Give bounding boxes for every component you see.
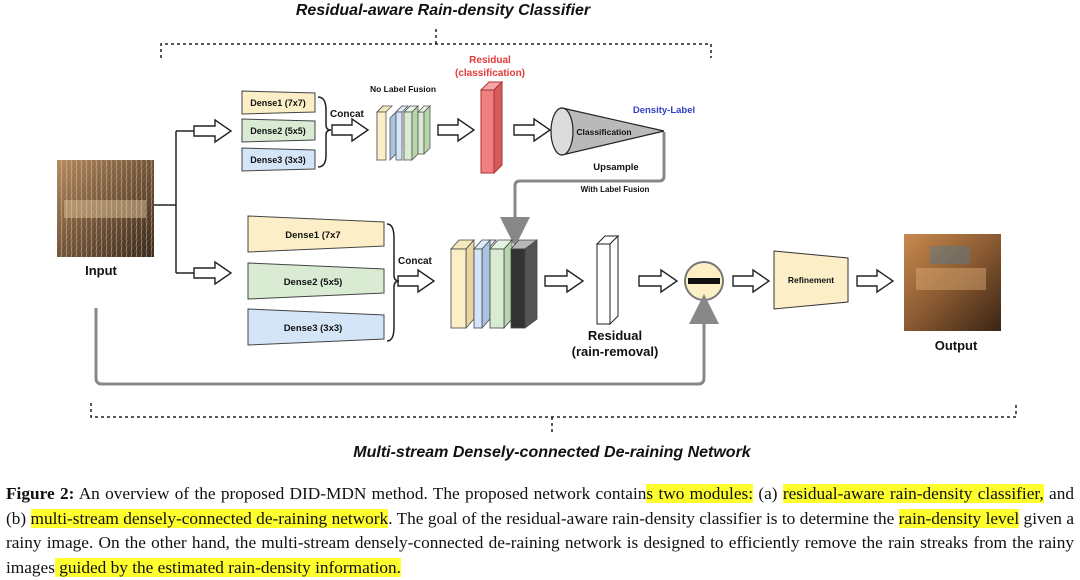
input-label: Input [85, 263, 117, 278]
residual-rr-block [595, 234, 620, 326]
caption-text-4: . The goal of the residual-aware rain-de… [388, 508, 899, 528]
caption-highlight-1: s two modules: [646, 484, 754, 503]
top-concat-label: Concat [330, 109, 365, 120]
bottom-concat-stack [450, 238, 538, 330]
density-label: Density-Label [633, 105, 695, 116]
arrow-to-classification [513, 117, 552, 143]
arrow-to-top-dense [193, 118, 233, 144]
top-concat-brace [317, 96, 332, 168]
bottom-dense2-label: Dense2 (5x5) [284, 277, 343, 288]
caption-highlight-5: guided by the estimated rain-density inf… [54, 557, 401, 577]
top-concat-stack [376, 105, 431, 161]
bottom-concat-label: Concat [398, 256, 433, 267]
no-label-fusion-label: No Label Fusion [370, 84, 436, 94]
classification-cone [550, 107, 665, 156]
top-dense2-label: Dense2 (5x5) [250, 126, 306, 136]
refinement-label: Refinement [788, 275, 834, 285]
bottom-dense1 [247, 215, 385, 253]
caption-highlight-3: multi-stream densely-connected de-rainin… [30, 508, 389, 528]
output-label: Output [935, 338, 978, 353]
caption-text-5: given a rainy image. On the other hand, … [6, 508, 1074, 577]
caption-text-1: An overview of the proposed DID-MDN meth… [74, 484, 647, 503]
subtract-node [684, 261, 724, 301]
input-image [57, 160, 154, 257]
top-dense1 [241, 90, 316, 115]
caption-figure-label: Figure 2: [6, 484, 75, 503]
figure-caption: Figure 2: An overview of the proposed DI… [6, 482, 1074, 580]
arrow-to-bottom-dense [193, 260, 233, 286]
bottom-dense3 [247, 308, 385, 346]
top-dense-blocks [241, 90, 316, 172]
skip-connection [94, 294, 719, 386]
arrow-to-output [856, 268, 895, 294]
top-dense3-label: Dense3 (3x3) [250, 155, 306, 165]
top-dense3 [241, 147, 316, 172]
input-branch-lines [154, 130, 194, 274]
top-dense2 [241, 118, 316, 143]
caption-text-2: (a) [753, 484, 783, 503]
output-image [904, 234, 1001, 331]
caption-highlight-2: residual-aware rain-density classifier, [782, 484, 1044, 503]
derain-bracket [90, 403, 1017, 432]
residual-rr-label-2: (rain-removal) [572, 344, 659, 359]
arrow-to-subtract [638, 268, 679, 294]
did-mdn-diagram: Residual-aware Rain-density Classifier M… [57, 2, 1017, 461]
bottom-dense1-label: Dense1 (7x7 [285, 230, 340, 241]
title-classifier: Residual-aware Rain-density Classifier [296, 2, 591, 19]
label-fusion-path [500, 132, 666, 247]
caption-highlight-4: rain-density level [898, 508, 1020, 528]
title-derain-network: Multi-stream Densely-connected De-rainin… [353, 444, 752, 461]
arrow-to-refinement [732, 268, 771, 294]
caption-text-3: and (b) [6, 484, 1075, 528]
bottom-dense3-label: Dense3 (3x3) [284, 323, 343, 334]
refinement-block [773, 250, 849, 310]
residual-cls-label-2: (classification) [455, 68, 525, 79]
residual-rr-label-1: Residual [588, 328, 642, 343]
classifier-bracket [160, 28, 712, 58]
top-dense1-label: Dense1 (7x7) [250, 98, 306, 108]
residual-cls-label-1: Residual [469, 55, 511, 66]
arrow-to-residual-cls [437, 117, 476, 143]
residual-cls-block [479, 80, 504, 175]
arrow-bottom-concat [397, 268, 436, 294]
with-label-fusion-label: With Label Fusion [581, 185, 650, 194]
bottom-dense-blocks [247, 215, 385, 346]
bottom-concat-brace [386, 223, 400, 342]
arrow-to-residual-rr [544, 268, 585, 294]
upsample-label: Upsample [593, 162, 638, 173]
classification-label: Classification [576, 127, 631, 137]
arrow-top-concat [331, 117, 370, 143]
bottom-dense2 [247, 262, 385, 300]
